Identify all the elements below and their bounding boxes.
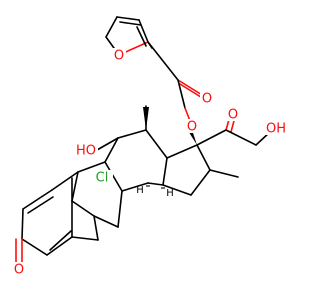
bond [71,200,95,217]
ring-d [162,144,239,196]
atom-labels: O O O O OH HO Cl O H H [12,48,288,278]
bond [77,161,106,173]
hydroxymethyl-oh-label: OH [266,122,286,137]
c14-hydrogen-label: H [166,188,174,199]
bond [27,196,54,214]
bond [196,129,227,146]
bond [105,16,118,38]
bond [22,189,53,210]
bond [147,182,164,186]
bond [49,230,72,251]
bond [196,144,211,171]
bond [225,129,257,146]
furan-oxygen-label: O [114,49,124,64]
bond [21,208,24,240]
bond [117,190,123,228]
ester-carbonyl-oxygen-label: O [202,92,212,107]
bond [177,79,186,109]
bond [190,169,211,196]
chlorine-label: Cl [96,171,109,186]
molecule-structure: O O O O OH HO Cl O H H [12,16,288,278]
bond [93,215,119,228]
bond [162,157,168,186]
oh-bond [96,137,119,151]
ester-group [147,41,208,127]
bond [138,19,149,43]
wedge-bond [143,107,149,130]
bond [162,184,192,196]
bond [145,129,168,159]
bond [116,16,140,21]
bond [119,21,142,26]
ring-a [15,171,99,263]
ketone-oxygen-label: O [228,108,238,123]
c11-hydroxyl-label: HO [76,144,96,159]
bond [166,144,198,159]
bond [71,171,79,202]
structure-canvas: O O O O OH HO Cl O H H [12,16,288,278]
bond [21,238,48,256]
ester-oxygen-label: O [187,120,197,135]
bond [121,182,149,192]
wedge-bond [76,171,80,174]
a-ring-ketone-oxygen-label: O [14,263,24,278]
bond [104,137,119,163]
bond [46,236,73,256]
bond [71,236,99,241]
bond [136,26,147,47]
bond [147,41,179,81]
bond [117,129,147,139]
ring-b [71,161,123,241]
bond [93,215,99,241]
bond [104,161,123,192]
bond [51,171,79,191]
methyl-bond [209,169,239,178]
c8-hydrogen-label: H [136,185,144,196]
